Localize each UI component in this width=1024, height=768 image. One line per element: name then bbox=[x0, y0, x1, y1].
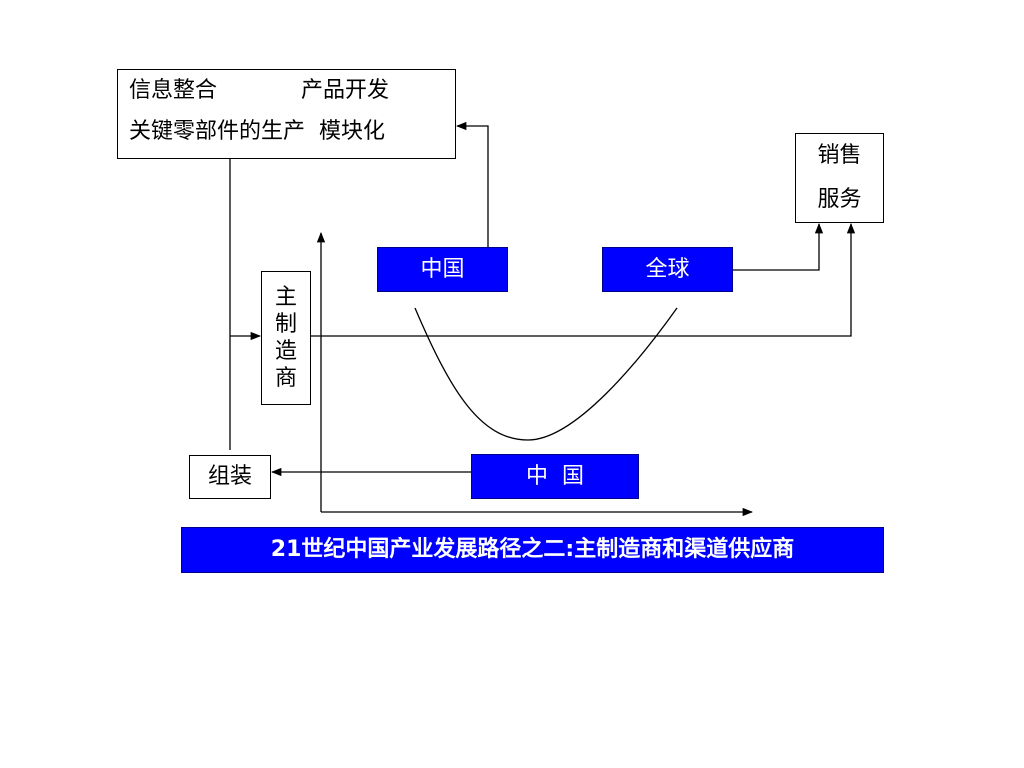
title-banner: 21世纪中国产业发展路径之二:主制造商和渠道供应商 bbox=[181, 527, 884, 573]
info-integration-label: 信息整合 bbox=[129, 78, 218, 103]
capabilities-line-2: 关键零部件的生产 模块化 bbox=[129, 119, 385, 144]
product-development-label: 产品开发 bbox=[301, 78, 390, 103]
sales-label: 销售 bbox=[817, 143, 862, 168]
capabilities-box: 信息整合 产品开发 关键零部件的生产 模块化 bbox=[117, 69, 456, 159]
sales-service-box: 销售 服务 bbox=[795, 133, 884, 223]
global-box: 全球 bbox=[602, 247, 733, 292]
smile-curve bbox=[414, 307, 678, 441]
arrow-china-to-topbox bbox=[455, 121, 489, 247]
service-label: 服务 bbox=[817, 187, 862, 212]
capabilities-line-1: 信息整合 产品开发 bbox=[129, 80, 389, 102]
arrow-main-to-sales bbox=[311, 222, 856, 337]
main-manufacturer-label: 主制造商 bbox=[274, 285, 297, 391]
china-top-box: 中国 bbox=[377, 247, 508, 292]
arrow-global-to-sales bbox=[733, 222, 824, 271]
china-bottom-box: 中 国 bbox=[471, 454, 639, 499]
assembly-box: 组装 bbox=[189, 455, 271, 499]
china-bottom-label: 中 国 bbox=[526, 463, 584, 489]
assembly-label: 组装 bbox=[207, 464, 252, 489]
global-label: 全球 bbox=[645, 256, 690, 282]
china-top-label: 中国 bbox=[420, 256, 465, 282]
main-manufacturer-box: 主制造商 bbox=[261, 271, 311, 405]
diagram-title: 21世纪中国产业发展路径之二:主制造商和渠道供应商 bbox=[270, 537, 795, 562]
